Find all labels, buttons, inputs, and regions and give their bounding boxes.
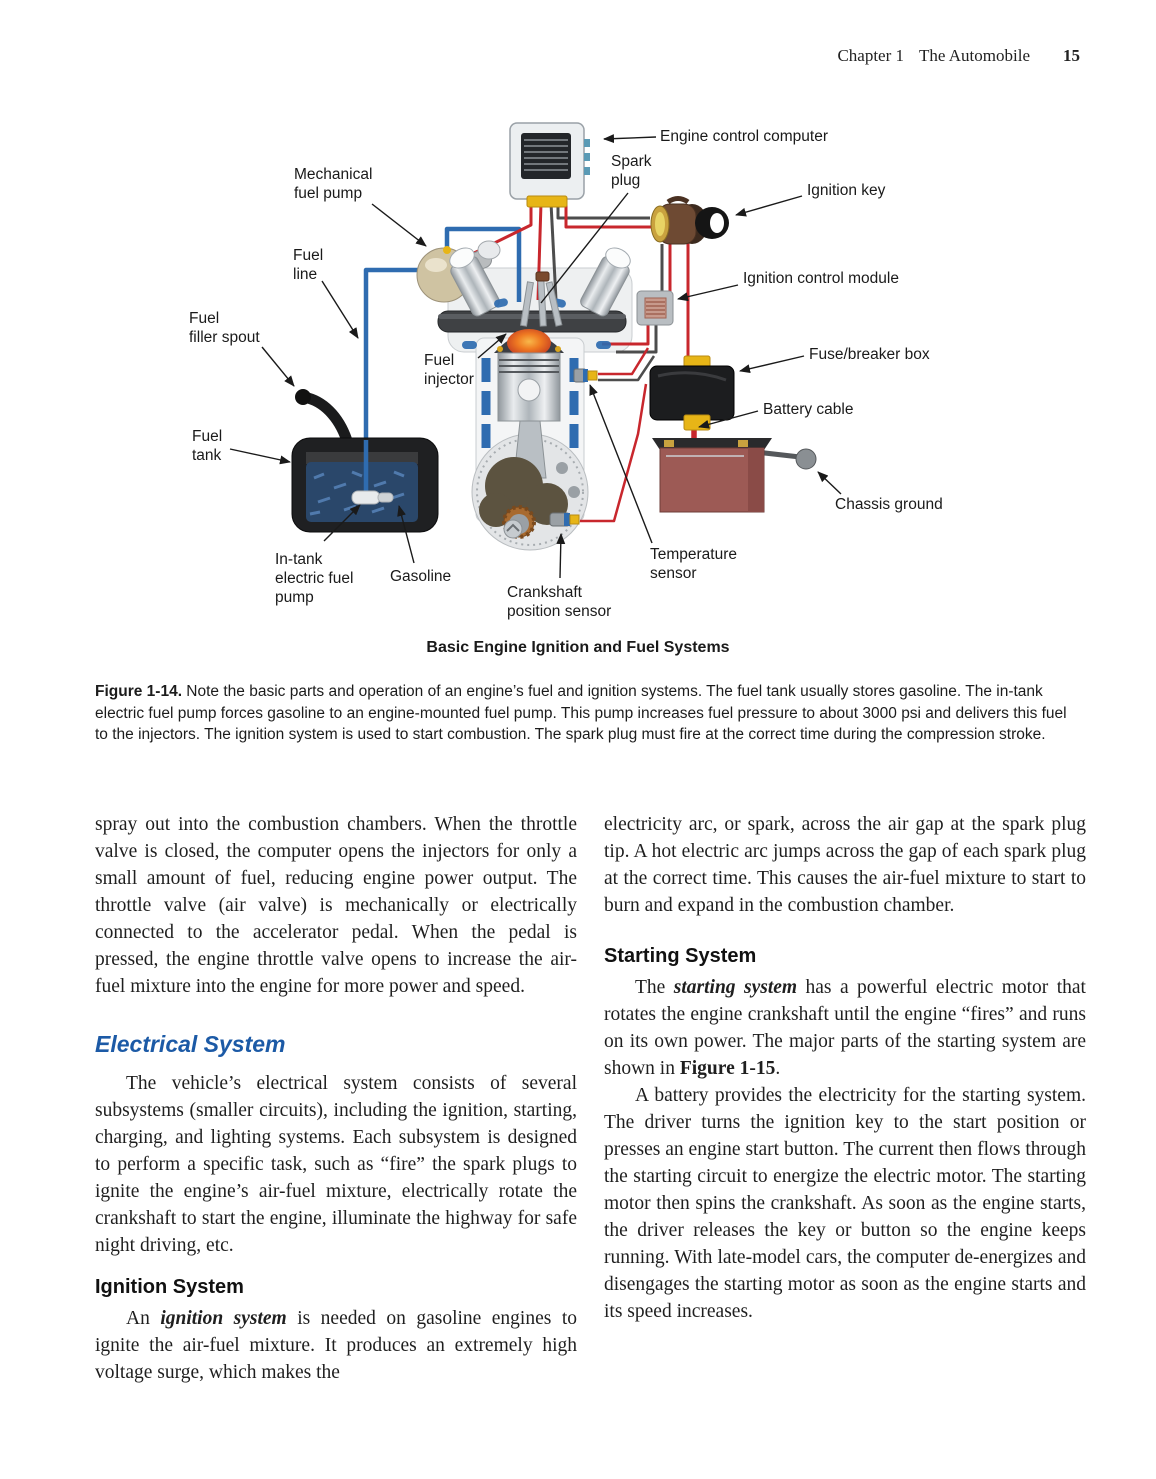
figure-caption-text: Note the basic parts and operation of an… [95, 683, 1067, 743]
label-engine-control-computer: Engine control computer [660, 128, 829, 145]
paragraph: The vehicle’s electrical system consists… [95, 1073, 577, 1256]
label-mechanical-fuel-pump: Mechanical fuel pump [294, 166, 373, 202]
label-crankshaft-position-sensor: Crankshaft position sensor [507, 584, 612, 620]
label-fuel-injector: Fuel injector [424, 352, 474, 388]
label-battery-cable: Battery cable [763, 401, 854, 418]
paragraph: spray out into the combustion chambers. … [95, 814, 577, 997]
paragraph-text: . [775, 1058, 781, 1079]
ignition-control-module-graphic [636, 290, 674, 326]
label-ignition-control-module: Ignition control module [743, 270, 899, 287]
term-ignition-system: ignition system [160, 1308, 287, 1329]
body-text: spray out into the combustion chambers. … [95, 811, 1086, 1386]
engine-internals [437, 247, 631, 539]
label-fuel-filler-spout: Fuel filler spout [189, 310, 260, 346]
callout-leader-lines [229, 134, 842, 579]
book-title: The Automobile [919, 46, 1030, 65]
paragraph: The starting system has a powerful elect… [604, 974, 1086, 1082]
engine-control-computer-graphic [509, 122, 590, 208]
label-spark-plug: Spark plug [611, 153, 652, 189]
engine-fuel-ignition-illustration [229, 122, 842, 579]
battery-graphic [652, 438, 817, 513]
figure-1-14-diagram: Engine control computer Spark plug Mecha… [0, 95, 1156, 640]
page-number: 15 [1063, 46, 1080, 65]
heading-ignition-system: Ignition System [95, 1276, 244, 1298]
running-head: Chapter 1 The Automobile 15 [837, 46, 1080, 66]
label-gasoline: Gasoline [390, 568, 452, 585]
heading-electrical-system: Electrical System [95, 1031, 286, 1057]
figure-caption: Figure 1-14. Note the basic parts and op… [95, 681, 1070, 746]
fuel-line-pipe [363, 226, 522, 494]
paragraph: An ignition system is needed on gasoline… [95, 1305, 577, 1386]
paragraph-text: has a powerful electric motor that rotat… [604, 977, 1086, 1079]
paragraph-text: The [635, 977, 674, 998]
label-temperature-sensor: Temperature sensor [650, 546, 738, 582]
fuse-breaker-box-graphic [649, 355, 735, 431]
figure-caption-title: Basic Engine Ignition and Fuel Systems [426, 639, 730, 656]
paragraph: electricity arc, or spark, across the ai… [604, 814, 1086, 916]
ignition-key-graphic [650, 196, 729, 245]
label-ignition-key: Ignition key [807, 182, 886, 199]
label-in-tank-electric-fuel-pump: In-tank electric fuel pump [275, 551, 354, 606]
label-fuse-breaker-box: Fuse/breaker box [809, 346, 930, 363]
figure-caption-label: Figure 1-14. [95, 683, 182, 700]
paragraph-text: is needed on gasoline engines to ignite … [95, 1308, 577, 1383]
label-chassis-ground: Chassis ground [835, 496, 943, 513]
term-starting-system: starting system [673, 977, 798, 998]
paragraph: A battery provides the electricity for t… [604, 1085, 1086, 1322]
right-column: electricity arc, or spark, across the ai… [604, 811, 1086, 1386]
chapter-label: Chapter 1 [837, 46, 905, 65]
heading-starting-system: Starting System [604, 945, 757, 967]
paragraph-text: An [126, 1308, 161, 1329]
label-fuel-line: Fuel line [293, 247, 324, 283]
label-fuel-tank: Fuel tank [192, 428, 223, 464]
left-column: spray out into the combustion chambers. … [95, 811, 577, 1386]
figure-reference: Figure 1-15 [679, 1058, 776, 1079]
